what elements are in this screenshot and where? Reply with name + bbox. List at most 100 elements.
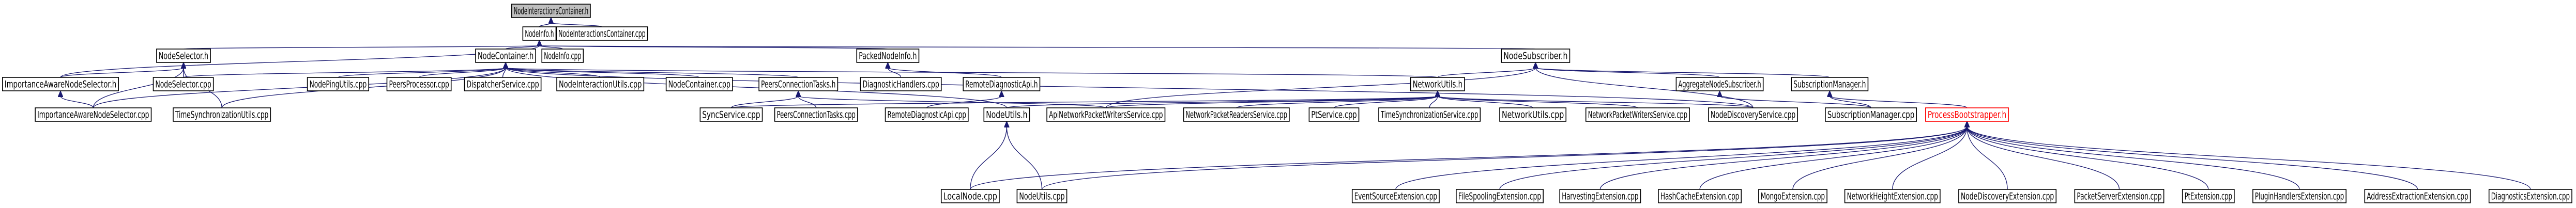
include-edge — [1333, 96, 1437, 108]
graph-node-nodeinfo-h[interactable]: NodeInfo.h — [522, 26, 557, 41]
node-box — [35, 107, 152, 122]
graph-node-nodediscext-cpp[interactable]: NodeDiscoveryExtension.cpp — [1958, 189, 2057, 203]
graph-node-filespool-cpp[interactable]: FileSpoolingExtension.cpp — [1456, 189, 1544, 203]
node-box — [1925, 107, 2009, 122]
node-label: NetworkUtils.h — [1413, 79, 1462, 90]
include-edge — [798, 96, 817, 108]
graph-node-nodeinfo-cpp[interactable]: NodeInfo.cpp — [541, 49, 584, 63]
graph-node-ptservice-cpp[interactable]: PtService.cpp — [1308, 107, 1360, 122]
node-label: NetworkUtils.cpp — [1502, 109, 1564, 121]
node-box — [665, 77, 733, 91]
graph-node-harvesting-cpp[interactable]: HarvestingExtension.cpp — [1559, 189, 1641, 203]
graph-node-netreaders-cpp[interactable]: NetworkPacketReadersService.cpp — [1183, 107, 1290, 122]
graph-node-eventsource-cpp[interactable]: EventSourceExtension.cpp — [1351, 189, 1440, 203]
node-box — [464, 77, 542, 91]
include-edge — [1438, 96, 1533, 108]
graph-node-dispatcher-cpp[interactable]: DispatcherService.cpp — [464, 77, 542, 91]
include-edge — [730, 96, 798, 108]
graph-node-hashcache-cpp[interactable]: HashCacheExtension.cpp — [1658, 189, 1742, 203]
node-label: PluginHandlersExtension.cpp — [2255, 191, 2344, 202]
graph-node-localnode-cpp[interactable]: LocalNode.cpp — [940, 189, 1000, 203]
graph-node-peersconn-h[interactable]: PeersConnectionTasks.h — [758, 77, 839, 91]
include-edge — [1438, 96, 1754, 108]
graph-node-nic-cpp[interactable]: NodeInteractionsContainer.cpp — [556, 26, 648, 41]
graph-node-packednodeinfo-h[interactable]: PackedNodeInfo.h — [856, 49, 920, 63]
graph-node-nodeutils-cpp[interactable]: NodeUtils.cpp — [1016, 189, 1068, 203]
graph-node-nodediscovery-cpp[interactable]: NodeDiscoveryService.cpp — [1708, 107, 1798, 122]
graph-node-nodeping-cpp[interactable]: NodePingUtils.cpp — [307, 77, 370, 91]
graph-node-nodeutils-h[interactable]: NodeUtils.h — [983, 107, 1030, 122]
include-edge — [1535, 68, 1720, 78]
node-box — [774, 107, 858, 122]
graph-node-networkutils-cpp[interactable]: NetworkUtils.cpp — [1499, 107, 1567, 122]
include-edge — [1395, 126, 1967, 190]
node-box — [1410, 77, 1465, 91]
include-edge — [730, 96, 1437, 108]
graph-node-peersproc-cpp[interactable]: PeersProcessor.cpp — [386, 77, 452, 91]
graph-node-nodecontainer-h[interactable]: NodeContainer.h — [475, 49, 536, 63]
graph-node-pluginhandlers-cpp[interactable]: PluginHandlersExtension.cpp — [2252, 189, 2347, 203]
graph-node-nodeinter-cpp[interactable]: NodeInteractionUtils.cpp — [556, 77, 645, 91]
node-label: NetworkHeightExtension.cpp — [1847, 191, 1938, 202]
graph-node-nodesubscriber-h[interactable]: NodeSubscriber.h — [1501, 49, 1571, 63]
graph-node-addrextract-cpp[interactable]: AddressExtractionExtension.cpp — [2364, 189, 2471, 203]
dependency-edges — [60, 23, 2531, 190]
include-edge — [926, 96, 1002, 108]
graph-node-netheight-cpp[interactable]: NetworkHeightExtension.cpp — [1844, 189, 1941, 203]
include-edge — [506, 68, 1008, 108]
graph-node-timesyncservice-cpp[interactable]: TimeSynchronizationService.cpp — [1378, 107, 1481, 122]
include-edge — [1830, 96, 1871, 108]
node-box — [1958, 189, 2057, 203]
graph-node-networkutils-h[interactable]: NetworkUtils.h — [1410, 77, 1465, 91]
include-edge — [1892, 126, 1967, 190]
node-label: SubscriptionManager.h — [1793, 79, 1866, 90]
graph-node-apinetwork-cpp[interactable]: ApiNetworkPacketWritersService.cpp — [1046, 107, 1166, 122]
node-label: NodePingUtils.cpp — [310, 79, 367, 90]
graph-node-submgr-h[interactable]: SubscriptionManager.h — [1791, 77, 1869, 91]
node-label: FileSpoolingExtension.cpp — [1458, 191, 1541, 202]
node-label: PeersConnectionTasks.cpp — [777, 109, 856, 121]
node-label: NodeDiscoveryService.cpp — [1711, 109, 1795, 121]
graph-node-nodeselector-cpp[interactable]: NodeSelector.cpp — [153, 77, 214, 91]
graph-node-submgr-cpp[interactable]: SubscriptionManager.cpp — [1825, 107, 1917, 122]
include-edge — [1499, 126, 1967, 190]
include-edge — [418, 68, 506, 78]
graph-node-timesyncutils-cpp[interactable]: TimeSynchronizationUtils.cpp — [173, 107, 271, 122]
graph-node-aggsub-h[interactable]: AggregateNodeSubscriber.h — [1675, 77, 1764, 91]
node-box — [758, 77, 839, 91]
node-label: NodeUtils.cpp — [1019, 191, 1064, 202]
node-box — [1844, 189, 1941, 203]
include-edge — [1105, 68, 1535, 108]
node-box — [699, 107, 763, 122]
node-box — [1559, 189, 1641, 203]
graph-node-diaghandlers-cpp[interactable]: DiagnosticHandlers.cpp — [860, 77, 942, 91]
node-label: PeersProcessor.cpp — [389, 79, 449, 90]
node-box — [475, 49, 536, 63]
graph-node-remotediag-cpp[interactable]: RemoteDiagnosticApi.cpp — [885, 107, 969, 122]
graph-node-netwriters-cpp[interactable]: NetworkPacketWritersService.cpp — [1585, 107, 1690, 122]
graph-node-ptext-cpp[interactable]: PtExtension.cpp — [2182, 189, 2235, 203]
node-box — [1378, 107, 1481, 122]
include-edge — [93, 68, 506, 108]
include-edge — [1792, 126, 1967, 190]
graph-node-packetserver-cpp[interactable]: PacketServerExtension.cpp — [2074, 189, 2165, 203]
node-box — [2182, 189, 2235, 203]
graph-node-remotediag-h[interactable]: RemoteDiagnosticApi.h — [963, 77, 1041, 91]
graph-node-nodeselector-h[interactable]: NodeSelector.h — [156, 49, 211, 63]
node-label: NodeDiscoveryExtension.cpp — [1961, 191, 2054, 202]
graph-node-mongo-cpp[interactable]: MongoExtension.cpp — [1758, 189, 1827, 203]
node-box — [1791, 77, 1869, 91]
graph-node-sync-cpp[interactable]: SyncService.cpp — [699, 107, 763, 122]
graph-node-procboot-h[interactable]: ProcessBootstrapper.h — [1925, 107, 2009, 122]
node-label: NodeContainer.cpp — [668, 79, 730, 90]
graph-node-ians-cpp[interactable]: ImportanceAwareNodeSelector.cpp — [35, 107, 152, 122]
graph-node-peersconn-cpp[interactable]: PeersConnectionTasks.cpp — [774, 107, 858, 122]
node-label: PtExtension.cpp — [2185, 191, 2232, 202]
include-edge — [60, 45, 539, 78]
graph-node-diagext-cpp[interactable]: DiagnosticsExtension.cpp — [2488, 189, 2572, 203]
graph-node-ians-h[interactable]: ImportanceAwareNodeSelector.h — [2, 77, 119, 91]
node-label: NodeInteractionsContainer.h — [514, 6, 588, 17]
graph-node-nodecontainer-cpp[interactable]: NodeContainer.cpp — [665, 77, 733, 91]
include-edge — [1967, 126, 2418, 190]
node-box — [156, 49, 211, 63]
